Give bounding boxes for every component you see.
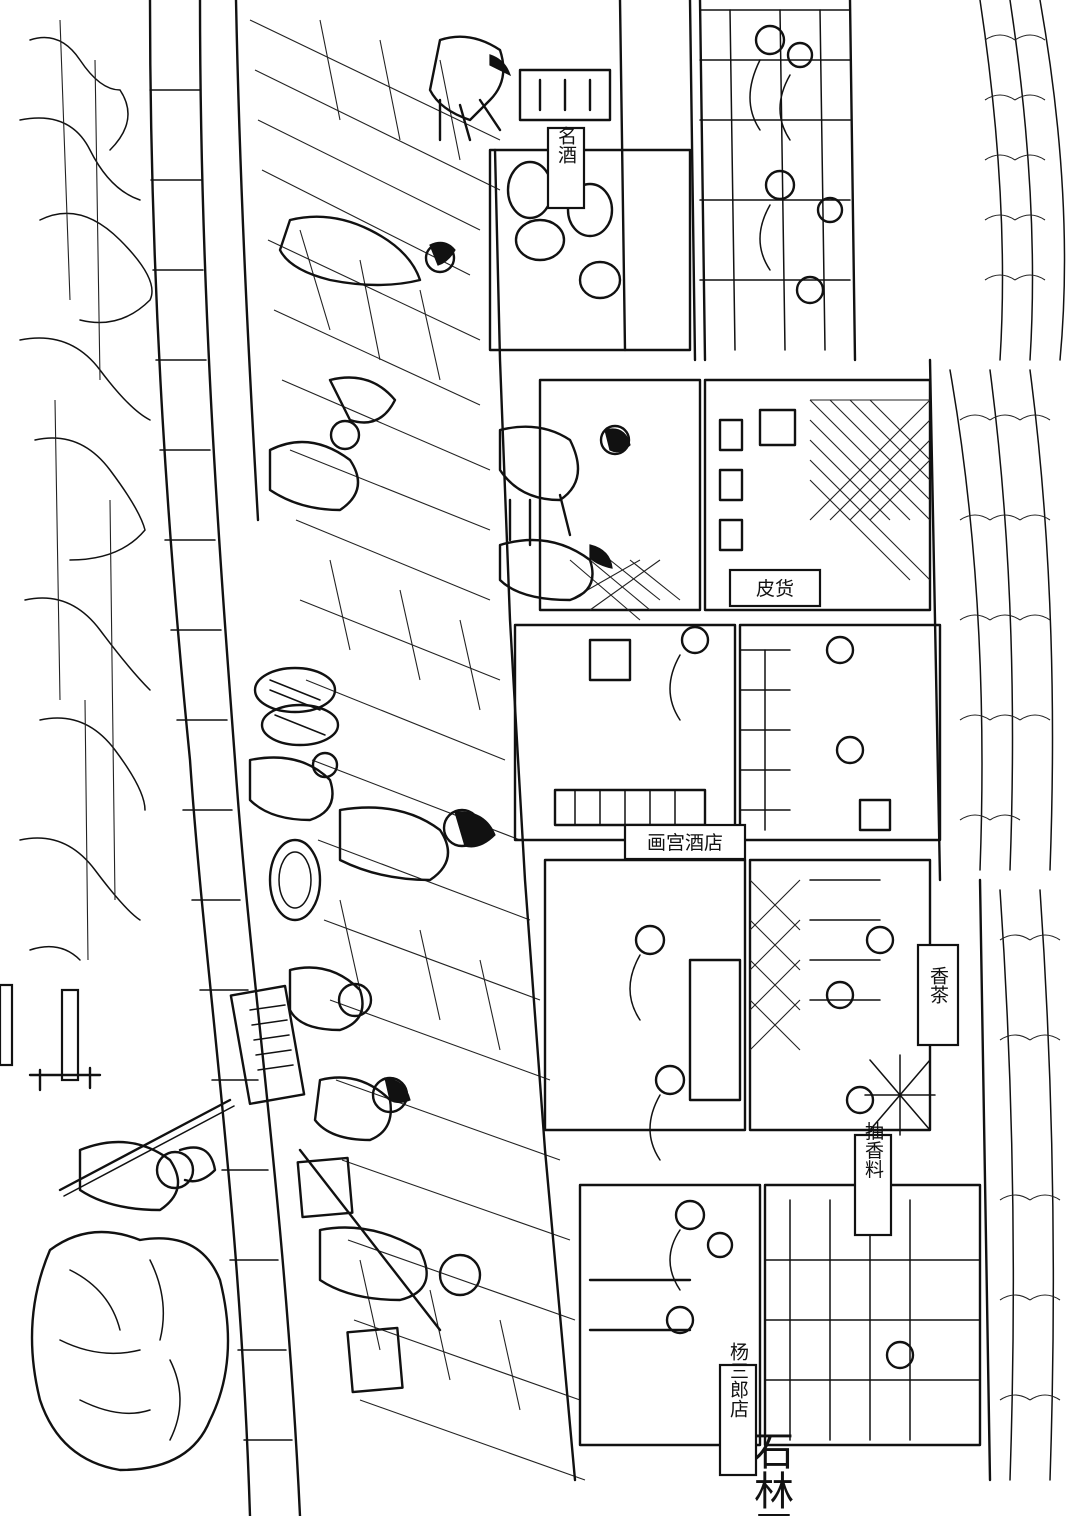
shop-wine-jars: [488, 0, 851, 362]
street-paving: [249, 19, 586, 1481]
sign-wine-shop-text: 画宫酒店: [647, 832, 723, 854]
embankment-wall: [148, 0, 302, 1516]
roof-tiles: [959, 34, 1061, 1401]
sign-top-wine-text: 名酒: [555, 126, 577, 164]
sign-incense-text: 抽香料: [862, 1121, 884, 1178]
artist-signature: 石林平: [747, 1430, 794, 1516]
shop-lattice: [538, 378, 932, 621]
sign-wine-shop: 画宫酒店: [623, 823, 747, 861]
signature-text: 石林平: [747, 1430, 794, 1516]
figure-fisherman: [78, 1140, 217, 1212]
sign-cloth: 皮货: [728, 568, 822, 608]
figure-umbrella: [268, 376, 397, 512]
shop-inn: [578, 1183, 982, 1447]
shop-drawers: [513, 623, 942, 842]
rock: [30, 1230, 230, 1472]
figure-basket-carrier: [248, 666, 340, 822]
sign-cloth-text: 皮货: [756, 578, 794, 600]
horse-top: [428, 35, 512, 142]
sign-top-wine: 名酒: [546, 126, 586, 210]
figure-central: [338, 806, 496, 882]
figure-vendor: [288, 966, 373, 1032]
round-basket: [268, 838, 322, 922]
figure-child: [313, 1076, 411, 1142]
shopfront-row: [488, 0, 1066, 1482]
sign-tea: 香茶: [916, 943, 960, 1047]
dock-posts: [0, 983, 235, 1197]
river: [19, 19, 153, 961]
figure-walker-top: [278, 215, 456, 287]
shop-signs: 香茶 抽香料 画宫酒店 皮货 名酒 杨三郎店: [546, 126, 960, 1477]
rider-horse-mid: [498, 424, 631, 602]
shop-people: [629, 24, 915, 1370]
shop-incense: [543, 858, 936, 1136]
sign-incense: 抽香料: [853, 1121, 893, 1237]
figures: [78, 24, 915, 1394]
sign-inn-text: 杨三郎店: [727, 1342, 749, 1418]
figure-porter: [296, 1148, 482, 1394]
sign-inn: 杨三郎店: [718, 1342, 758, 1477]
sign-tea-text: 香茶: [927, 966, 949, 1004]
fish-mat: [229, 984, 306, 1106]
